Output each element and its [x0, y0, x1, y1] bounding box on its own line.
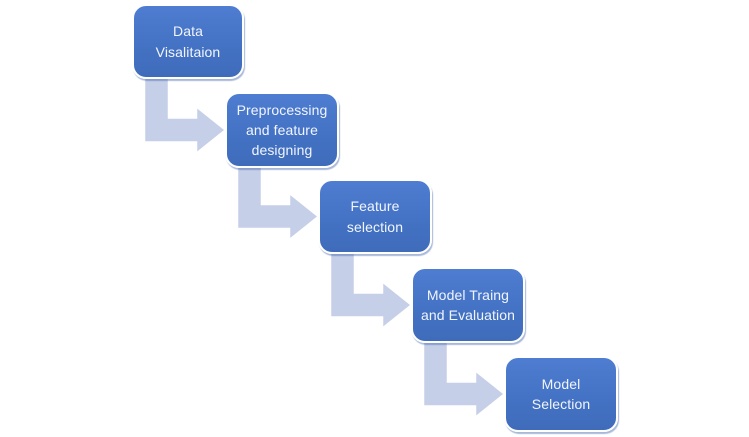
node-label: Feature selection — [346, 198, 404, 235]
elbow-arrow-1 — [142, 73, 229, 157]
node-label: Preprocessing and feature designing — [236, 101, 328, 159]
node-feature-selection: Feature selection — [318, 179, 432, 254]
node-label: Model Selection — [531, 375, 591, 412]
node-data-visualization: Data Visalitaion — [132, 4, 244, 79]
node-model-selection: Model Selection — [504, 356, 618, 432]
node-model-training-evaluation: Model Traing and Evaluation — [411, 267, 525, 343]
node-preprocessing-feature-designing: Preprocessing and feature designing — [225, 92, 339, 168]
elbow-arrow-2 — [235, 162, 322, 244]
elbow-arrow-4 — [421, 338, 508, 421]
node-label: Model Traing and Evaluation — [420, 286, 516, 323]
node-label: Data Visalitaion — [155, 23, 221, 60]
elbow-arrow-3 — [328, 249, 415, 332]
